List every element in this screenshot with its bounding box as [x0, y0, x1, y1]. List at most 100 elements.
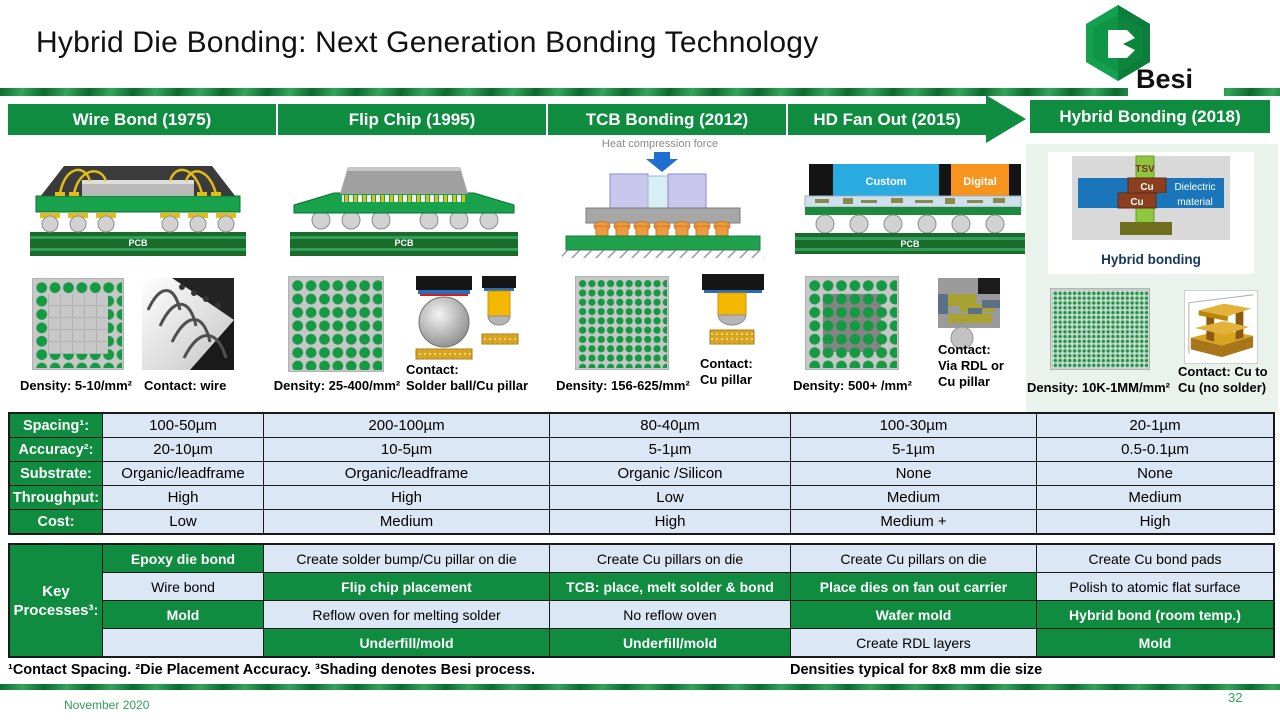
- via-rdl-image: [938, 278, 1000, 350]
- table-cell: Low: [103, 510, 263, 533]
- row-label-accuracy: Accuracy²:: [10, 438, 102, 461]
- logo-backplate: [1128, 84, 1224, 98]
- table-cell: Medium: [1037, 486, 1273, 509]
- pcb-label: PCB: [128, 238, 148, 248]
- timeline-arrow-icon: [986, 95, 1026, 143]
- contact-label-line: Contact: Cu to: [1178, 364, 1268, 379]
- contact-label-line: Contact:: [700, 356, 753, 371]
- process-cell: Wire bond: [103, 573, 263, 600]
- cu-label: Cu: [1130, 197, 1143, 208]
- dielectric-label-1: Dielectric: [1174, 182, 1215, 193]
- process-cell: Place dies on fan out carrier: [791, 573, 1036, 600]
- density-label: Density: 500+ /mm²: [793, 378, 912, 393]
- density-grid-hd-fan-out: [805, 276, 899, 370]
- process-cell: Flip chip placement: [264, 573, 549, 600]
- density-label: Density: 10K-1MM/mm²: [1026, 380, 1171, 395]
- process-cell: Underfill/mold: [550, 629, 790, 656]
- heat-force-label: Heat compression force: [601, 138, 719, 150]
- table-cell: Medium +: [791, 510, 1036, 533]
- process-cell: Create Cu pillars on die: [550, 545, 790, 572]
- table-cell: 20-1µm: [1037, 414, 1273, 437]
- process-cell: Reflow oven for melting solder: [264, 601, 549, 628]
- cu-pillar-image: [702, 274, 764, 345]
- besi-logo-icon: [1086, 5, 1150, 81]
- row-label-throughput: Throughput:: [10, 486, 102, 509]
- contact-label-line: Cu pillar: [938, 374, 991, 389]
- column-header-hd-fan-out: HD Fan Out (2015): [786, 104, 986, 135]
- table-cell: 5-1µm: [550, 438, 790, 461]
- hd-fan-out-diagram: Custom Digital PCB: [795, 164, 1025, 254]
- process-cell: Underfill/mold: [264, 629, 549, 656]
- process-cell: [103, 629, 263, 656]
- cu-label: Cu: [1140, 182, 1153, 193]
- table-cell: 100-30µm: [791, 414, 1036, 437]
- process-cell: Hybrid bond (room temp.): [1037, 601, 1273, 628]
- table-cell: Organic/leadframe: [264, 462, 549, 485]
- process-cell: Create Cu pillars on die: [791, 545, 1036, 572]
- dielectric-label-2: material: [1177, 197, 1213, 208]
- process-cell: Create Cu bond pads: [1037, 545, 1273, 572]
- column-header-bar: Wire Bond (1975) Flip Chip (1995) TCB Bo…: [8, 104, 986, 135]
- flip-chip-diagram: PCB: [290, 167, 518, 256]
- density-grid-hybrid: [1050, 288, 1150, 370]
- row-label-key-processes: Key Processes³:: [10, 545, 102, 656]
- process-cell: Epoxy die bond: [103, 545, 263, 572]
- contact-label-line: Contact:: [938, 342, 991, 357]
- density-grid-wire-bond: [32, 278, 124, 370]
- table-cell: Organic /Silicon: [550, 462, 790, 485]
- contact-label-line: Via RDL or: [938, 358, 1004, 373]
- table-cell: 5-1µm: [791, 438, 1036, 461]
- footer-date: November 2020: [64, 698, 150, 712]
- table-cell: 10-5µm: [264, 438, 549, 461]
- contact-label-line: Cu pillar: [700, 372, 753, 387]
- table-cell: Medium: [264, 510, 549, 533]
- table-cell: High: [264, 486, 549, 509]
- contact-label-line: Contact:: [406, 362, 459, 377]
- table-cell: 100-50µm: [103, 414, 263, 437]
- contact-label: Contact: wire: [144, 378, 227, 393]
- table-cell: High: [550, 510, 790, 533]
- process-cell: No reflow oven: [550, 601, 790, 628]
- table-cell: None: [791, 462, 1036, 485]
- row-label-substrate: Substrate:: [10, 462, 102, 485]
- column-header-tcb: TCB Bonding (2012): [546, 104, 786, 135]
- key-process-table: Key Processes³: Epoxy die bond Create so…: [8, 543, 1275, 658]
- density-label: Density: 156-625/mm²: [556, 378, 690, 393]
- table-cell: 0.5-0.1µm: [1037, 438, 1273, 461]
- process-cell: Polish to atomic flat surface: [1037, 573, 1273, 600]
- hybrid-diagram-caption: Hybrid bonding: [1101, 252, 1201, 267]
- wire-contact-photo: [142, 278, 234, 370]
- row-label-spacing: Spacing¹:: [10, 414, 102, 437]
- wire-bond-diagram: PCB: [30, 166, 246, 256]
- custom-die-label: Custom: [866, 176, 907, 188]
- column-header-wire-bond: Wire Bond (1975): [72, 109, 212, 129]
- tsv-label: TSV: [1135, 164, 1155, 175]
- table-cell: Organic/leadframe: [103, 462, 263, 485]
- density-grid-center-shade: [823, 294, 881, 352]
- process-cell: Mold: [1037, 629, 1273, 656]
- row-label-cost: Cost:: [10, 510, 102, 533]
- table-cell: Low: [550, 486, 790, 509]
- page-title: Hybrid Die Bonding: Next Generation Bond…: [36, 26, 819, 59]
- footnote-left: ¹Contact Spacing. ²Die Placement Accurac…: [8, 662, 535, 678]
- table-cell: 200-100µm: [264, 414, 549, 437]
- process-cell: Create RDL layers: [791, 629, 1036, 656]
- table-cell: None: [1037, 462, 1273, 485]
- hybrid-diagram-card: TSV Cu Dielectric Cu material Hybrid bon…: [1048, 152, 1254, 274]
- besi-logo-wordmark: Besi: [1136, 64, 1194, 94]
- contact-label-line: Cu (no solder): [1178, 380, 1267, 395]
- solder-ball-cu-pillar-image: [415, 276, 519, 360]
- density-grid-tcb: [575, 276, 669, 370]
- table-cell: Medium: [791, 486, 1036, 509]
- table-cell: 20-10µm: [103, 438, 263, 461]
- table-cell: High: [103, 486, 263, 509]
- table-cell: 80-40µm: [550, 414, 790, 437]
- pcb-label: PCB: [900, 239, 920, 249]
- column-header-hybrid-bonding: Hybrid Bonding (2018): [1030, 100, 1270, 133]
- cu-to-cu-image: [1184, 290, 1258, 364]
- digital-die-label: Digital: [963, 176, 997, 188]
- contact-label-line: Solder ball/Cu pillar: [406, 378, 529, 393]
- process-cell: TCB: place, melt solder & bond: [550, 573, 790, 600]
- column-header-flip-chip: Flip Chip (1995): [276, 104, 546, 135]
